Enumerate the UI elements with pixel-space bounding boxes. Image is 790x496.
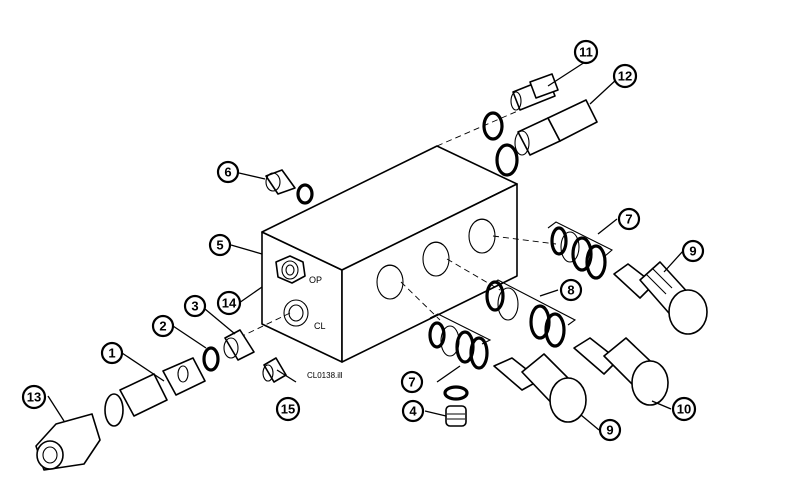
adapter-1 <box>104 357 206 427</box>
manifold-block <box>261 145 518 363</box>
callout-3: 3 <box>183 294 207 318</box>
callout-2: 2 <box>151 314 175 338</box>
svg-text:7: 7 <box>625 212 632 227</box>
bracket-7-upper <box>547 221 613 257</box>
check-valve-insert <box>223 329 255 361</box>
svg-text:9: 9 <box>689 244 696 259</box>
plug-6 <box>265 169 296 195</box>
svg-text:9: 9 <box>606 423 613 438</box>
svg-text:4: 4 <box>409 404 417 419</box>
cl-port-label: CL <box>314 321 326 331</box>
svg-text:13: 13 <box>27 390 41 405</box>
svg-text:10: 10 <box>677 402 691 417</box>
leader-lines <box>47 61 684 431</box>
extension-adapter <box>514 99 598 156</box>
callout-15: 15 <box>275 396 301 422</box>
callout-8: 8 <box>559 278 583 302</box>
svg-text:11: 11 <box>579 45 593 60</box>
callout-5: 5 <box>208 233 232 257</box>
straight-adapter <box>510 73 559 111</box>
seal-kit-upper <box>550 226 607 280</box>
plug-4 <box>445 405 467 427</box>
svg-text:5: 5 <box>216 238 223 253</box>
cartridge-valve-upper <box>613 261 708 335</box>
callout-9-upper: 9 <box>681 239 705 263</box>
bracket-8 <box>489 279 577 326</box>
callout-4: 4 <box>401 399 425 423</box>
svg-text:6: 6 <box>224 165 231 180</box>
swivel-nut-13 <box>35 413 101 471</box>
callout-12: 12 <box>612 63 638 89</box>
op-port-fitting <box>275 255 306 284</box>
callout-10: 10 <box>671 396 697 422</box>
svg-text:2: 2 <box>159 319 166 334</box>
callout-6: 6 <box>216 160 240 184</box>
callout-9-lower: 9 <box>598 418 622 442</box>
svg-text:3: 3 <box>191 299 198 314</box>
callout-7-lower: 7 <box>400 370 424 394</box>
callout-7-upper: 7 <box>617 207 641 231</box>
callout-11: 11 <box>573 39 599 65</box>
svg-text:14: 14 <box>222 296 237 311</box>
restrictor-15 <box>262 357 287 383</box>
cartridge-valve-lower <box>493 353 587 423</box>
bracket-7-lower <box>429 313 492 345</box>
seal-kit-lower <box>428 321 489 370</box>
svg-text:7: 7 <box>408 375 415 390</box>
callout-14: 14 <box>216 290 242 316</box>
svg-text:1: 1 <box>108 346 115 361</box>
cartridge-valve-middle <box>573 337 669 406</box>
op-port-label: OP <box>309 275 322 285</box>
callout-13: 13 <box>21 384 47 410</box>
callout-1: 1 <box>100 341 124 365</box>
svg-text:15: 15 <box>281 402 295 417</box>
drawing-code: CL0138.ill <box>307 371 343 380</box>
svg-text:12: 12 <box>618 69 632 84</box>
svg-text:8: 8 <box>567 283 574 298</box>
